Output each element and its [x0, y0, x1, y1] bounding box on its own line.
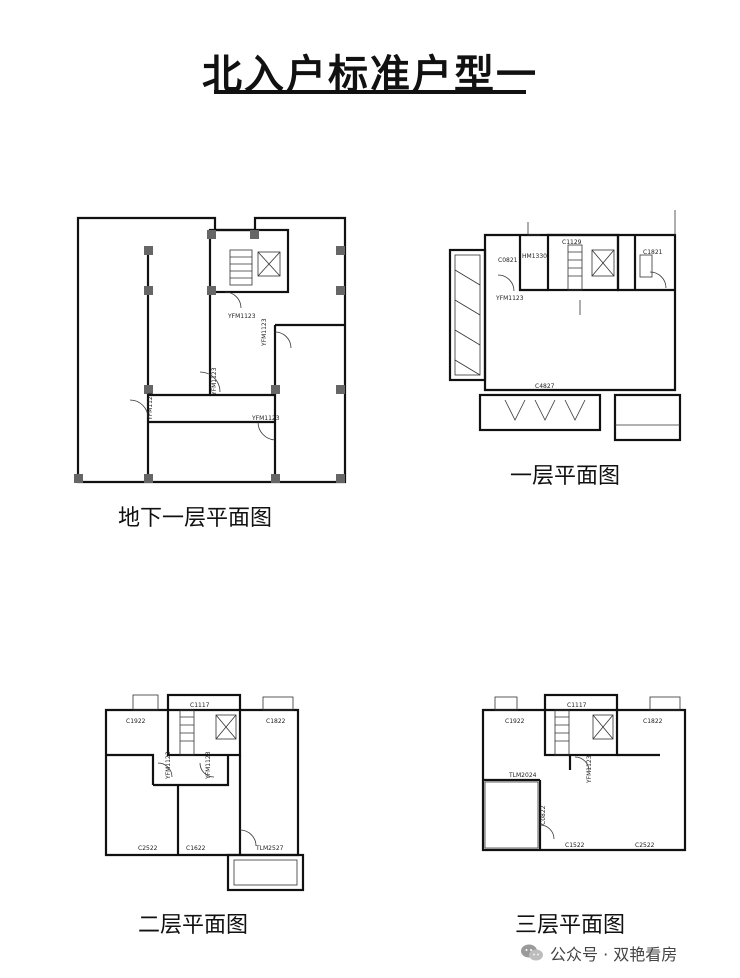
wechat-icon: [521, 944, 543, 961]
window-label: C2522: [138, 845, 158, 852]
window-label: C1922: [126, 718, 146, 725]
window-label: C1822: [266, 718, 286, 725]
first-floor-plan: C0821 HM1330 C1129 C1821 YFM1123 C4827: [440, 210, 690, 450]
door-label: YFM1123: [205, 751, 212, 780]
watermark: 公众号 · 双艳看房: [520, 938, 677, 968]
door-label: YFM1123: [586, 755, 593, 784]
window-label: C4827: [535, 383, 555, 390]
window-label: C1822: [643, 718, 663, 725]
door-label: YFM1123: [227, 313, 256, 320]
window-label: C1821: [643, 249, 663, 256]
basement-caption: 地下一层平面图: [118, 506, 273, 531]
watermark-text: 公众号 · 双艳看房: [550, 945, 678, 964]
second-floor-caption: 二层平面图: [138, 913, 249, 938]
door-label: TLM2024: [508, 772, 537, 779]
door-label: HM1330: [522, 253, 547, 260]
basement-floor-plan: YFM1123 YFM1123 YFM1123 YFM1123 YFM1123: [70, 210, 360, 490]
window-label: C1622: [186, 845, 206, 852]
window-label: C1522: [565, 842, 585, 849]
door-label: YFM1123: [261, 318, 268, 347]
window-label: C1129: [562, 239, 582, 246]
door-label: YFM1123: [211, 367, 218, 396]
door-label: YFM1123: [251, 415, 280, 422]
window-label: C1922: [505, 718, 525, 725]
third-floor-caption: 三层平面图: [515, 913, 626, 938]
first-floor-caption: 一层平面图: [510, 464, 621, 489]
window-label: C0822: [540, 805, 547, 825]
door-label: YFM1123: [147, 392, 154, 421]
window-label: C1117: [190, 702, 210, 709]
window-label: C1117: [567, 702, 587, 709]
door-label: YFM1123: [165, 751, 172, 780]
door-label: TLM2527: [255, 845, 284, 852]
third-floor-plan: C1922 C1117 C1822 TLM2024 YFM1123 C0822 …: [475, 685, 695, 865]
window-label: C0821: [498, 257, 518, 264]
second-floor-plan: C1922 C1117 C1822 YFM1123 YFM1123 C2522 …: [98, 685, 313, 900]
title-underline: [214, 90, 526, 94]
window-label: C2522: [635, 842, 655, 849]
door-label: YFM1123: [495, 295, 524, 302]
